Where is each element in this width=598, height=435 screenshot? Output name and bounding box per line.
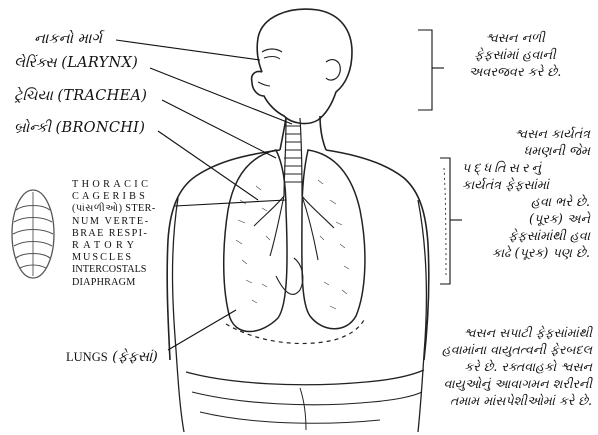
note-line: હવા ભરે છે.	[462, 194, 590, 211]
note-line: (પૂરક) અને	[462, 211, 590, 228]
note-line: કાર્યતંત્ર ફેફસાંમાં	[462, 177, 590, 194]
note-line: શ્વસન કાર્યતંત્ર	[462, 126, 590, 143]
label-bronchi-en: (BRONCHI)	[56, 120, 146, 136]
note-line: હવામાંના વાયુતત્વની ફેરબદલ	[398, 341, 592, 358]
note-surface: શ્વસન સપાટી ફેફસાંમાંથી હવામાંના વાયુતત્…	[398, 324, 592, 409]
human-torso-drawing	[167, 9, 429, 432]
anatomy-line: THORACIC	[72, 179, 176, 191]
note-line: અવરજવર કરે છે.	[440, 64, 590, 81]
note-line: શ્વસન નળી	[440, 30, 590, 47]
label-lungs-gu: (ફેફસાં)	[112, 349, 158, 365]
anatomy-line: CAGERIBS	[72, 191, 176, 203]
note-line: તમામ માંસપેશીઓમાં કરે છે.	[398, 392, 592, 409]
note-line: ધમણની જેમ	[462, 143, 590, 160]
note-line: પદ્ધતિસરનું	[462, 160, 590, 177]
anatomy-line: NUM VERTE-	[72, 216, 176, 228]
label-trachea-gu: ટ્રેચિયા	[14, 88, 53, 104]
anatomy-line: BRAE RESPI-	[72, 228, 176, 240]
note-line: ફેફસાંમાંથી હવા	[462, 228, 590, 245]
note-mechanism: શ્વસન કાર્યતંત્ર ધમણની જેમ પદ્ધતિસરનું ક…	[462, 126, 590, 262]
anatomy-list: THORACIC CAGERIBS (પાંસળીઓ) STER- NUM VE…	[72, 179, 176, 289]
anatomy-line: (પાંસળીઓ) STER-	[72, 203, 176, 215]
anatomy-line: DIAPHRAGM	[72, 277, 176, 289]
label-lungs: LUNGS (ફેફસાં)	[66, 349, 158, 365]
anatomy-line: RATORY	[72, 240, 176, 252]
note-line: કાઢે (પૂરક) પણ છે.	[462, 245, 590, 262]
note-line: ફેફસાંમાં હવાની	[440, 47, 590, 64]
label-nasal-passage: નાકનો માર્ગ	[34, 32, 102, 47]
label-bronchi-gu: બ્રોન્કી	[14, 120, 51, 136]
note-line: શ્વસન સપાટી ફેફસાંમાંથી	[398, 324, 592, 341]
label-larynx: લેરિંક્સ (LARYNX)	[14, 56, 138, 71]
label-trachea: ટ્રેચિયા (TRACHEA)	[14, 89, 147, 104]
anatomy-line: INTERCOSTALS	[72, 264, 176, 276]
label-lungs-en: LUNGS	[66, 350, 108, 364]
note-line: કરે છે. રક્તવાહકો શ્વસન	[398, 358, 592, 375]
note-line: વાયુઓનું આવાગમન શરીરની	[398, 375, 592, 392]
label-larynx-en: (LARYNX)	[61, 55, 138, 71]
label-bronchi: બ્રોન્કી (BRONCHI)	[14, 121, 145, 136]
note-airway: શ્વસન નળી ફેફસાંમાં હવાની અવરજવર કરે છે.	[440, 30, 590, 81]
anatomy-line: MUSCLES	[72, 252, 176, 264]
label-trachea-en: (TRACHEA)	[57, 88, 147, 104]
lung-texture	[236, 180, 349, 309]
label-larynx-gu: લેરિંક્સ	[14, 55, 57, 71]
ribcage-sketch	[12, 190, 54, 278]
